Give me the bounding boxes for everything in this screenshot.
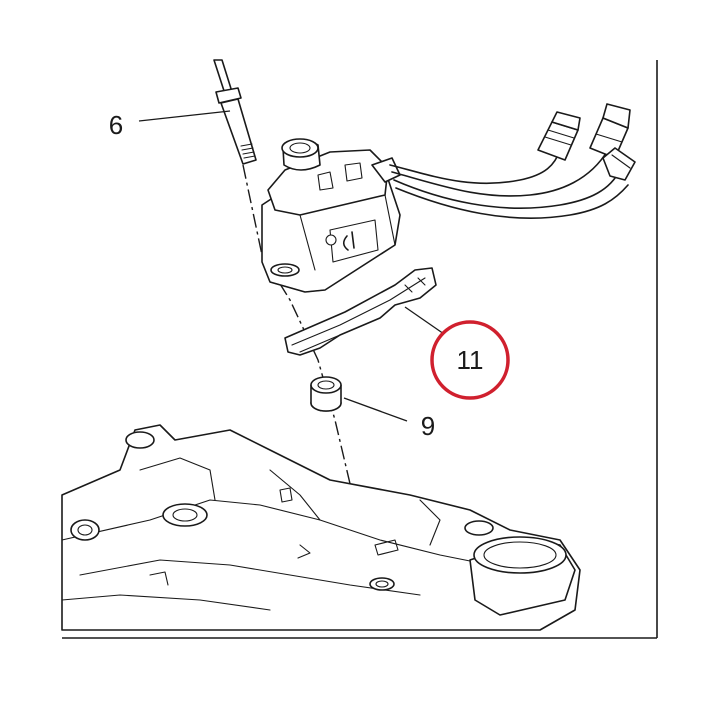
assembly-centerline bbox=[242, 164, 379, 586]
highlight-circle bbox=[430, 320, 510, 400]
bolt-part bbox=[213, 59, 257, 165]
callout-label-9: 9 bbox=[421, 411, 435, 441]
actuator-module bbox=[261, 138, 401, 293]
frame-border bbox=[62, 60, 658, 639]
callout-label-6: 6 bbox=[109, 110, 123, 140]
wire-harness bbox=[389, 103, 636, 219]
bracket-part bbox=[284, 267, 437, 356]
engine-base bbox=[61, 424, 581, 631]
callout-label-11: 11 bbox=[457, 345, 484, 375]
grommet-part bbox=[310, 376, 342, 412]
leader-lines bbox=[138, 110, 445, 422]
